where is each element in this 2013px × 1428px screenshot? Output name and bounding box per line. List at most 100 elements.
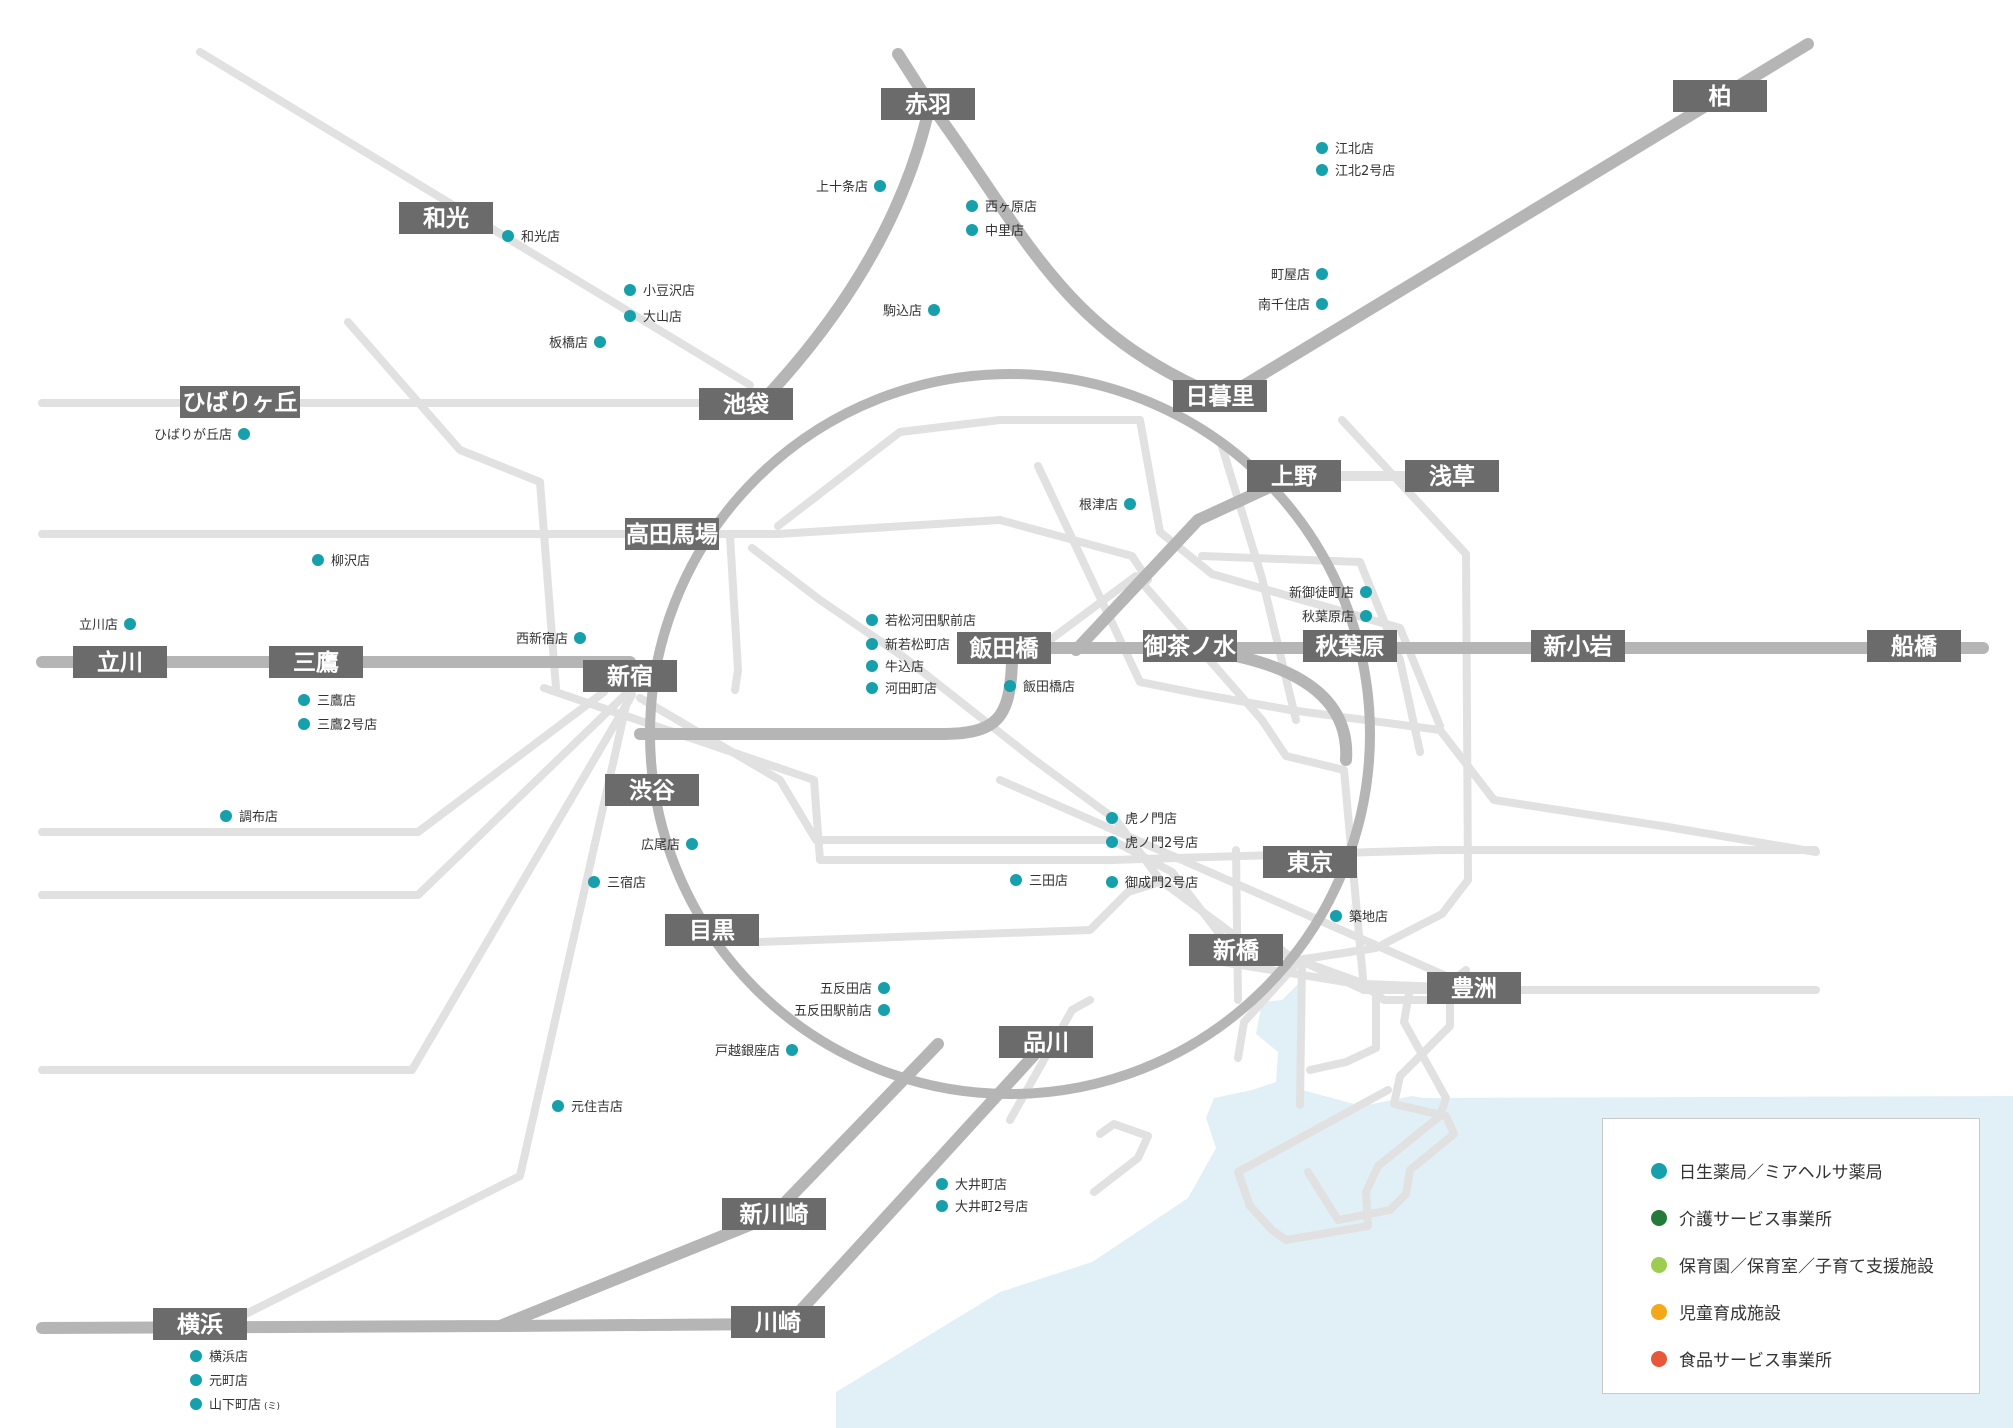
pharmacy-marker-icon bbox=[866, 682, 878, 694]
store-yanagisawa: 柳沢店 bbox=[312, 554, 370, 569]
station-box bbox=[269, 646, 363, 678]
station-wako: 和光 bbox=[399, 202, 493, 234]
station-ochanomizu: 御茶ノ水 bbox=[1143, 630, 1237, 662]
station-box bbox=[1531, 630, 1625, 662]
child-facility-marker-icon bbox=[1651, 1303, 1667, 1320]
station-label: 新小岩 bbox=[1544, 633, 1613, 660]
pharmacy-marker-icon bbox=[928, 304, 940, 316]
station-nippori: 日暮里 bbox=[1173, 380, 1267, 412]
pharmacy-marker-icon bbox=[1106, 812, 1118, 824]
store-name: 南千住店 bbox=[1258, 297, 1310, 313]
store-motosumiyoshi: 元住吉店 bbox=[552, 1100, 623, 1115]
store-label: 新若松町店 bbox=[885, 637, 950, 653]
store-shinwakamatsu: 新若松町店 bbox=[866, 637, 950, 653]
store-yokohama-store: 横浜店 bbox=[190, 1350, 248, 1365]
pharmacy-marker-icon bbox=[686, 838, 698, 850]
store-name: 駒込店 bbox=[883, 304, 922, 319]
pharmacy-marker-icon bbox=[124, 618, 136, 630]
pharmacy-marker-icon bbox=[312, 554, 324, 566]
station-shinkoiwa: 新小岩 bbox=[1531, 630, 1625, 662]
store-name: 柳沢店 bbox=[331, 554, 370, 569]
store-name: 河田町店 bbox=[885, 682, 937, 697]
station-shibuya: 渋谷 bbox=[605, 774, 699, 806]
store-label: 江北2号店 bbox=[1335, 164, 1395, 179]
store-label: 虎ノ門2号店 bbox=[1125, 836, 1198, 851]
station-box bbox=[1189, 934, 1283, 966]
station-box bbox=[699, 388, 793, 420]
station-box bbox=[399, 202, 493, 234]
store-label: 立川店 bbox=[79, 618, 118, 633]
station-box bbox=[731, 1306, 825, 1338]
store-label: 飯田橋店 bbox=[1023, 680, 1075, 695]
station-yokohama: 横浜 bbox=[153, 1308, 247, 1340]
station-label: 新宿 bbox=[607, 663, 653, 690]
store-komagome: 駒込店 bbox=[883, 304, 940, 319]
station-mitaka: 三鷹 bbox=[269, 646, 363, 678]
pharmacy-marker-icon bbox=[552, 1100, 564, 1112]
store-name: 新若松町店 bbox=[885, 637, 950, 653]
pharmacy-marker-icon bbox=[878, 1004, 890, 1016]
store-label: 三田店 bbox=[1029, 874, 1068, 889]
store-name: 根津店 bbox=[1079, 498, 1118, 513]
pharmacy-marker-icon bbox=[220, 810, 232, 822]
minor-lines bbox=[38, 48, 1820, 1326]
store-name: 牛込店 bbox=[885, 660, 924, 675]
store-label: 大井町店 bbox=[955, 1178, 1007, 1193]
station-label: 目黒 bbox=[689, 918, 735, 944]
station-box bbox=[180, 386, 300, 418]
store-label: 広尾店 bbox=[641, 838, 680, 853]
pharmacy-marker-icon bbox=[1106, 876, 1118, 888]
legend-item-child-facility: 児童育成施設 bbox=[1603, 1288, 1979, 1335]
pharmacy-marker-icon bbox=[298, 694, 310, 706]
legend: 日生薬局／ミアヘルサ薬局 介護サービス事業所 保育園／保育室／子育て支援施設 児… bbox=[1602, 1118, 1980, 1394]
store-name: 虎ノ門2号店 bbox=[1125, 836, 1198, 851]
pharmacy-marker-icon bbox=[874, 180, 886, 192]
pharmacy-marker-icon bbox=[966, 200, 978, 212]
store-label: 町屋店 bbox=[1271, 268, 1310, 283]
store-kamijujo: 上十条店 bbox=[816, 179, 886, 195]
pharmacy-marker-icon bbox=[1316, 142, 1328, 154]
pharmacy-marker-icon bbox=[866, 660, 878, 672]
station-label: 渋谷 bbox=[629, 778, 676, 804]
store-nakazato: 中里店 bbox=[966, 224, 1024, 239]
store-label: 元町店 bbox=[209, 1374, 248, 1389]
store-ushigome: 牛込店 bbox=[866, 660, 924, 675]
pharmacy-marker-icon bbox=[1651, 1162, 1667, 1179]
store-name: 飯田橋店 bbox=[1023, 680, 1075, 695]
store-name: 大山店 bbox=[643, 310, 682, 325]
store-name: 上十条店 bbox=[816, 179, 868, 195]
station-label: 東京 bbox=[1287, 849, 1333, 876]
station-box bbox=[73, 646, 167, 678]
store-name: 三田店 bbox=[1029, 874, 1068, 889]
store-toranomon: 虎ノ門店 bbox=[1106, 812, 1177, 827]
store-toranomon2: 虎ノ門2号店 bbox=[1106, 836, 1198, 851]
pharmacy-marker-icon bbox=[1106, 836, 1118, 848]
pharmacy-marker-icon bbox=[1124, 498, 1136, 510]
station-label: 船橋 bbox=[1891, 633, 1938, 660]
store-oyama: 大山店 bbox=[624, 310, 682, 325]
station-iidabashi: 飯田橋 bbox=[957, 632, 1051, 664]
store-label: 元住吉店 bbox=[571, 1100, 623, 1115]
store-mitaka-store: 三鷹店 bbox=[298, 694, 356, 709]
station-label: 横浜 bbox=[177, 1312, 223, 1338]
station-akabane: 赤羽 bbox=[881, 88, 975, 120]
store-label: 五反田駅前店 bbox=[794, 1003, 872, 1019]
station-tachikawa: 立川 bbox=[73, 646, 167, 678]
store-gotanda-ekimae: 五反田駅前店 bbox=[794, 1003, 890, 1019]
station-label: 浅草 bbox=[1429, 464, 1475, 490]
store-name: 横浜店 bbox=[209, 1350, 248, 1365]
station-ikebukuro: 池袋 bbox=[699, 388, 793, 420]
station-box bbox=[957, 632, 1051, 664]
store-name: 戸越銀座店 bbox=[715, 1044, 780, 1059]
station-box bbox=[1143, 630, 1237, 662]
station-label: 秋葉原 bbox=[1316, 634, 1385, 660]
pharmacy-marker-icon bbox=[786, 1044, 798, 1056]
pharmacy-marker-icon bbox=[1316, 298, 1328, 310]
store-label: 中里店 bbox=[985, 224, 1024, 239]
store-nishigahara: 西ヶ原店 bbox=[966, 200, 1037, 215]
station-akihabara: 秋葉原 bbox=[1303, 630, 1397, 662]
store-label: 大山店 bbox=[643, 310, 682, 325]
store-kohoku2: 江北2号店 bbox=[1316, 164, 1395, 179]
pharmacy-marker-icon bbox=[866, 638, 878, 650]
pharmacy-marker-icon bbox=[588, 876, 600, 888]
